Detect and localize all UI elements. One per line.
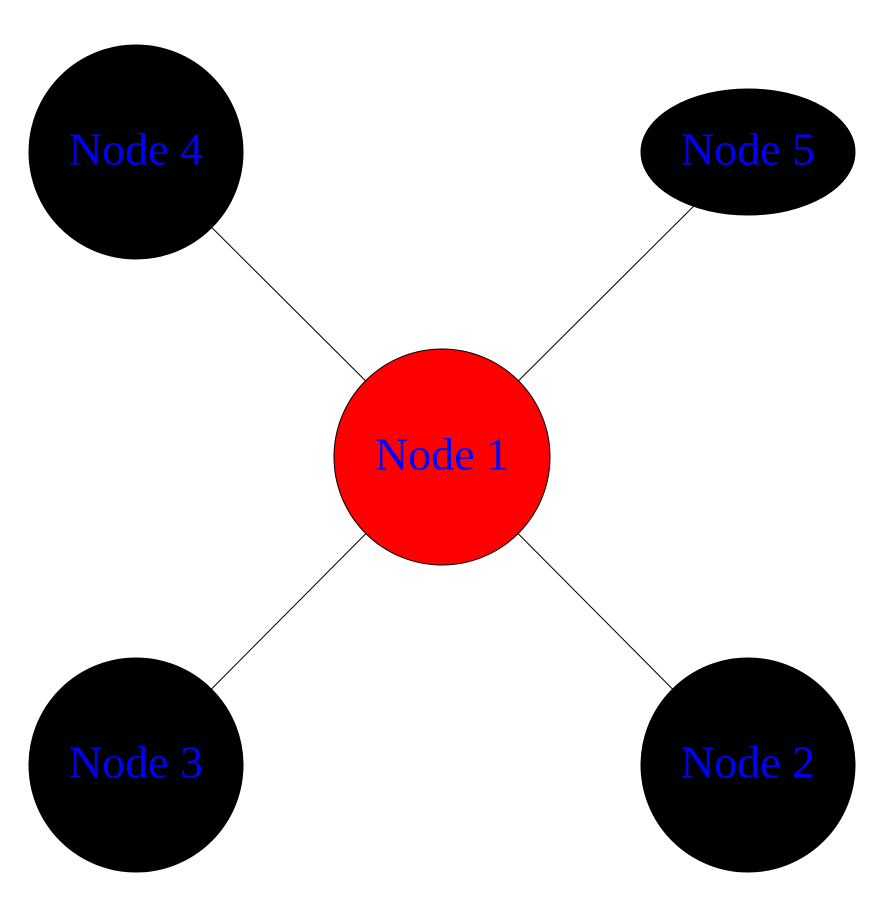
node-5-ellipse <box>640 88 856 216</box>
node-1[interactable]: Node 1 <box>333 348 551 566</box>
node-3[interactable]: Node 3 <box>28 657 244 873</box>
edges-group <box>211 205 694 690</box>
edge-node1-node5 <box>518 205 694 382</box>
node-4-circle <box>28 44 244 260</box>
node-4[interactable]: Node 4 <box>28 44 244 260</box>
node-2-circle <box>640 657 856 873</box>
edge-node1-node4 <box>211 227 366 382</box>
node-4-label: Node 4 <box>69 124 203 175</box>
node-2-label: Node 2 <box>681 737 815 788</box>
node-5-label: Node 5 <box>681 124 815 175</box>
node-2[interactable]: Node 2 <box>640 657 856 873</box>
node-3-circle <box>28 657 244 873</box>
node-5[interactable]: Node 5 <box>640 88 856 216</box>
node-3-label: Node 3 <box>69 737 203 788</box>
edge-node1-node3 <box>211 533 367 690</box>
nodes-group: Node 1 Node 2 Node 3 Node 4 Node 5 <box>28 44 856 873</box>
node-1-circle <box>333 348 551 566</box>
edge-node1-node2 <box>517 533 673 690</box>
node-1-label: Node 1 <box>375 429 509 480</box>
